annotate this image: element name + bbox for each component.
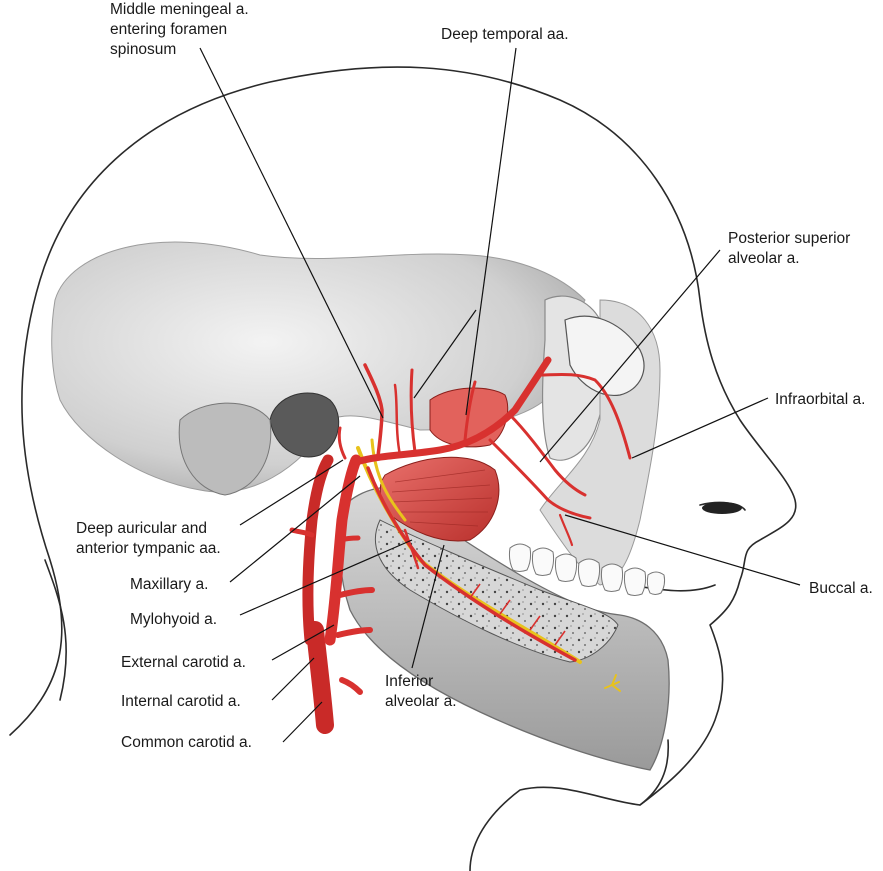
leader-lines: [199, 47, 801, 743]
head-outline: [9, 66, 797, 871]
label-external-carotid: External carotid a.: [121, 654, 246, 671]
internal-carotid-artery: [302, 454, 334, 646]
mastoid-process: [178, 402, 272, 496]
leader-middle-meningeal: [199, 47, 384, 419]
leader-inferior-alveolar: [411, 544, 445, 669]
infraorbital-artery: [538, 372, 632, 460]
leader-deep-temporal-2: [413, 309, 477, 399]
label-deep-auricular: Deep auricular and anterior tympanic aa.: [76, 520, 221, 557]
deep-auricular-artery: [337, 426, 347, 460]
label-infraorbital: Infraorbital a.: [775, 391, 865, 408]
buccal-branch: [558, 513, 574, 547]
ext-carotid-branch-1: [337, 587, 375, 598]
nostril: [702, 502, 742, 514]
posterior-superior-alveolar-artery: [508, 413, 587, 497]
label-middle-meningeal: Middle meningeal a. entering foramen spi…: [110, 1, 253, 58]
label-internal-carotid: Internal carotid a.: [121, 693, 241, 710]
label-buccal: Buccal a.: [809, 580, 873, 597]
muscle-fibers: [391, 469, 493, 527]
external-acoustic-meatus: [269, 392, 340, 458]
buccal-artery: [488, 438, 592, 520]
label-maxillary: Maxillary a.: [130, 576, 208, 593]
leader-deep-temporal: [465, 47, 517, 416]
mental-nerve: [604, 674, 621, 692]
label-common-carotid: Common carotid a.: [121, 734, 252, 751]
leader-buccal: [564, 514, 801, 586]
leader-posterior-superior-alveolar: [539, 249, 721, 463]
maxillary-artery: [352, 356, 552, 466]
dental-branches: [469, 583, 566, 646]
deep-temporal-artery-1: [409, 368, 417, 454]
arterial-tree: [289, 356, 632, 734]
label-deep-temporal: Deep temporal aa.: [441, 26, 569, 43]
leader-infraorbital: [631, 397, 769, 459]
deep-temporal-artery-2: [463, 380, 477, 442]
leader-internal-carotid: [271, 657, 315, 701]
teeth-row: [508, 543, 666, 596]
lingual-nerve: [370, 438, 407, 522]
deep-temporal-artery-3: [393, 383, 402, 457]
ear-outline: [44, 559, 67, 701]
mandible-canal-window: [375, 519, 619, 663]
middle-meningeal-artery: [363, 363, 384, 458]
labels: Middle meningeal a. entering foramen spi…: [76, 1, 873, 751]
leader-external-carotid: [271, 624, 335, 661]
label-mylohyoid: Mylohyoid a.: [130, 611, 217, 628]
inferior-alveolar-artery: [366, 466, 577, 662]
ext-carotid-branch-3: [339, 677, 363, 695]
common-carotid-artery: [306, 621, 334, 734]
leader-maxillary: [229, 475, 361, 583]
label-posterior-superior-alveolar: Posterior superior alveolar a.: [728, 230, 855, 267]
leader-deep-auricular: [239, 459, 344, 526]
leader-common-carotid: [282, 701, 323, 743]
ext-carotid-branch-2: [335, 627, 373, 638]
mylohyoid-artery: [403, 528, 420, 570]
label-inferior-alveolar: Inferior alveolar a.: [385, 673, 457, 710]
external-carotid-artery: [324, 454, 362, 646]
ext-carotid-branch-5: [337, 535, 361, 543]
chin-line: [639, 739, 670, 806]
leader-mylohyoid: [239, 539, 413, 616]
